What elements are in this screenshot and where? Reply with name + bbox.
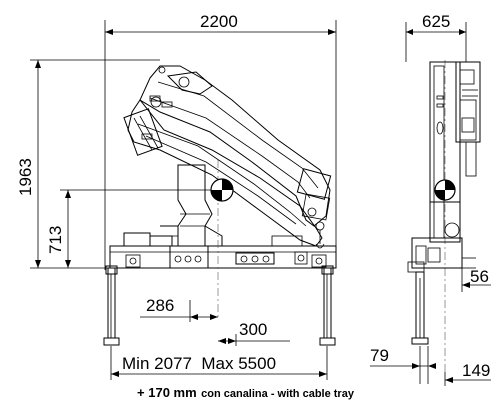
outrigger-legs-front <box>103 265 336 346</box>
dim-label-713: 713 <box>46 226 65 254</box>
dimension-149: 149 <box>444 361 491 386</box>
dimension-625: 625 <box>405 12 467 62</box>
dim-label-625: 625 <box>422 12 450 31</box>
dimension-713: 713 <box>46 189 222 268</box>
crane-side-view <box>407 60 481 372</box>
side-pivot-symbol <box>434 179 456 201</box>
dimension-79: 79 <box>370 346 436 384</box>
dimension-1963: 1963 <box>16 59 160 269</box>
dim-label-300: 300 <box>239 320 267 339</box>
dim-label-56: 56 <box>470 267 489 286</box>
dim-label-149: 149 <box>462 361 490 380</box>
dimension-56: 56 <box>461 267 491 292</box>
cable-tray-caption: + 170 mm con canalina - with cable tray <box>0 384 491 402</box>
dimension-2200: 2200 <box>104 12 337 270</box>
dimension-outrigger-span: Min 2077 Max 5500 <box>110 346 328 380</box>
dim-label-2200: 2200 <box>200 12 238 31</box>
dim-label-79: 79 <box>370 346 389 365</box>
dim-label-outrigger-span: Min 2077 Max 5500 <box>122 354 276 373</box>
dim-label-286: 286 <box>146 296 174 315</box>
caption-bold: + 170 mm <box>137 385 197 400</box>
crane-front-view <box>109 65 337 320</box>
dimension-286: 286 <box>140 296 218 322</box>
caption-rest: con canalina - with cable tray <box>201 388 354 400</box>
main-pivot-symbol <box>210 178 234 202</box>
dim-label-1963: 1963 <box>16 158 35 196</box>
dimension-300: 300 <box>218 320 290 346</box>
